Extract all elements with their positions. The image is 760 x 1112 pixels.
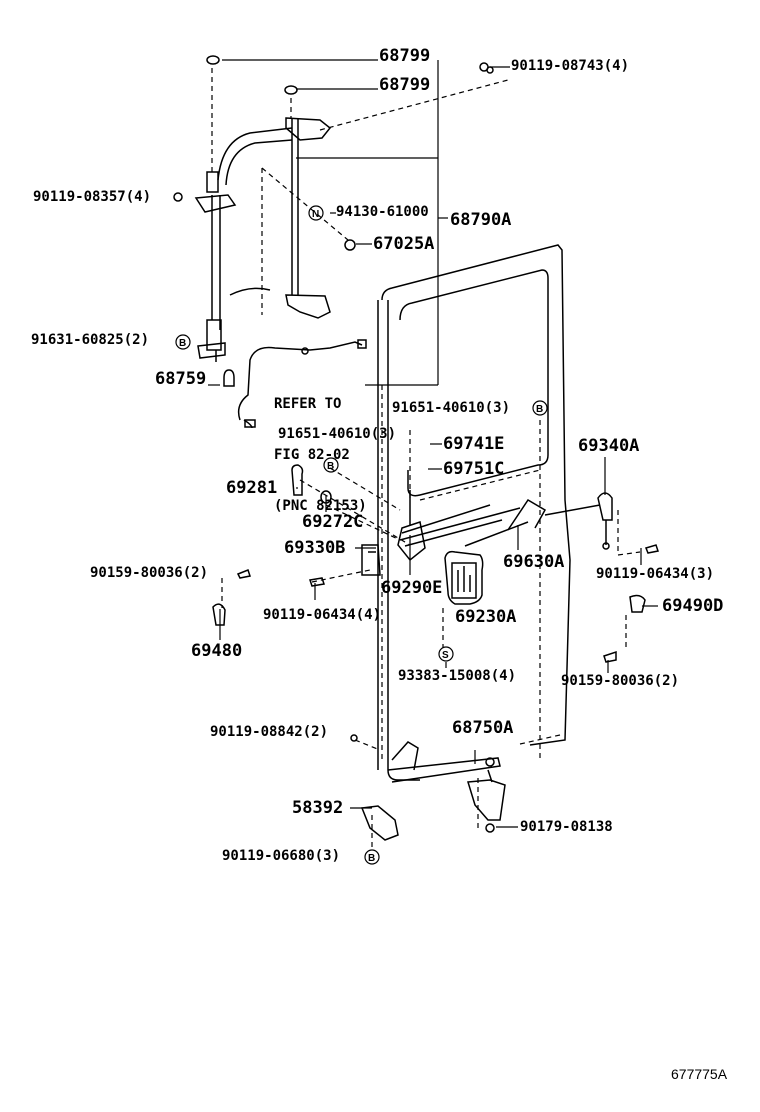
- part-label[interactable]: 91631-60825(2): [31, 332, 150, 348]
- part-label[interactable]: 69490D: [662, 596, 724, 616]
- svg-text:B: B: [368, 853, 375, 864]
- part-label[interactable]: 94130-61000: [336, 204, 429, 220]
- reference-note-line: (PNC 82153): [274, 498, 367, 514]
- leader-lines: [208, 59, 658, 828]
- part-label[interactable]: 69272C: [302, 512, 364, 532]
- part-label[interactable]: 69340A: [578, 436, 640, 456]
- svg-text:B: B: [536, 404, 543, 415]
- marker-n-icon: [308, 205, 324, 221]
- part-label[interactable]: 67025A: [373, 234, 435, 254]
- part-label[interactable]: 68750A: [452, 718, 514, 738]
- part-label[interactable]: 69230A: [455, 607, 517, 627]
- marker-b-icon: [532, 400, 548, 416]
- circled-markers: N B B B S B: [175, 205, 548, 865]
- part-label[interactable]: 90119-06680(3): [222, 848, 341, 864]
- part-label[interactable]: 69630A: [503, 552, 565, 572]
- part-label[interactable]: 90119-06434(3): [596, 566, 715, 582]
- part-label[interactable]: 68759: [155, 369, 207, 389]
- marker-b-icon: [175, 334, 191, 350]
- dashed-guides: [211, 68, 641, 850]
- part-label[interactable]: 69751C: [443, 459, 505, 479]
- part-label[interactable]: 69290E: [381, 578, 443, 598]
- marker-s-icon: [438, 646, 454, 662]
- svg-text:S: S: [442, 650, 449, 661]
- part-label[interactable]: 58392: [292, 798, 344, 818]
- part-label[interactable]: 90159-80036(2): [90, 565, 209, 581]
- part-label[interactable]: 69281: [226, 478, 278, 498]
- part-label[interactable]: 69741E: [443, 434, 505, 454]
- marker-b-icon: [364, 849, 380, 865]
- hinge-assembly: [173, 55, 494, 387]
- part-label[interactable]: 90119-08743(4): [511, 58, 630, 74]
- figure-id: 677775A: [671, 1066, 728, 1082]
- part-label[interactable]: 90179-08138: [520, 819, 613, 835]
- back-door-frame: [377, 244, 571, 781]
- svg-text:N: N: [312, 209, 319, 220]
- marker-b-icon: [323, 457, 339, 473]
- wire-harness: [237, 339, 367, 429]
- part-label[interactable]: 93383-15008(4): [398, 668, 517, 684]
- part-label[interactable]: 90119-08357(4): [33, 189, 152, 205]
- part-label[interactable]: 90119-08842(2): [210, 724, 329, 740]
- part-label[interactable]: 68799: [379, 46, 431, 66]
- lower-stay: [350, 734, 506, 841]
- svg-text:B: B: [179, 338, 186, 349]
- svg-text:B: B: [327, 461, 334, 472]
- part-label[interactable]: 90159-80036(2): [561, 673, 680, 689]
- part-label[interactable]: 68799: [379, 75, 431, 95]
- part-label[interactable]: 69330B: [284, 538, 346, 558]
- reference-note-line: FIG 82-02: [274, 447, 350, 463]
- lock-mechanism: [212, 464, 659, 663]
- part-label[interactable]: 90119-06434(4): [263, 607, 382, 623]
- reference-note-line: REFER TO: [274, 396, 342, 412]
- part-label[interactable]: 69480: [191, 641, 243, 661]
- part-label[interactable]: 91651-40610(3): [278, 426, 397, 442]
- part-label[interactable]: 91651-40610(3): [392, 400, 511, 416]
- reference-note: REFER TO FIG 82-02 (PNC 82153): [274, 362, 367, 532]
- part-label[interactable]: 68790A: [450, 210, 512, 230]
